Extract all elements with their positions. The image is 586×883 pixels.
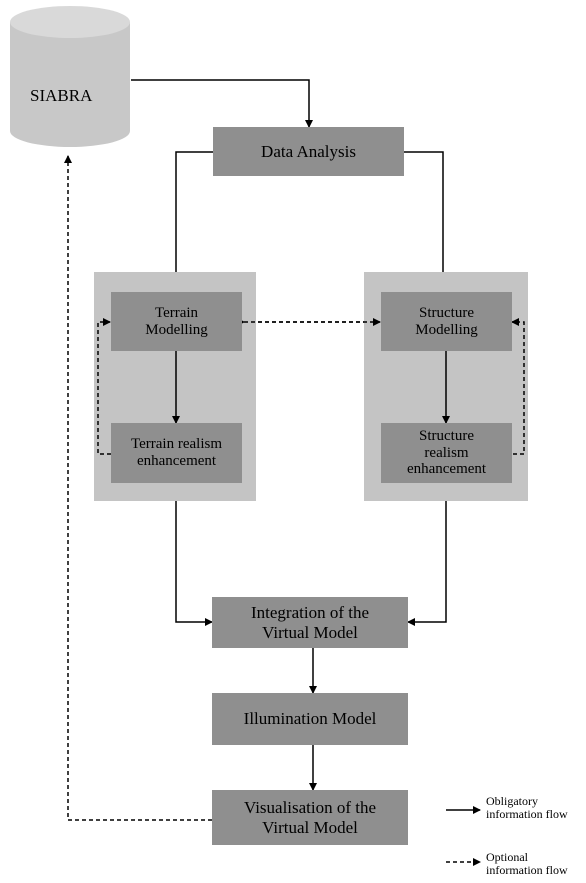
legend-optional-line-1: Optional [486,850,528,864]
illumination-line-1: Illumination Model [243,709,377,729]
terrain-realism-box: Terrain realism enhancement [111,423,242,483]
structure-realism-box: Structure realism enhancement [381,423,512,483]
terrain-modelling-box: Terrain Modelling [111,292,242,351]
arrow-siabra-to-data-analysis [131,79,313,128]
illumination-box: Illumination Model [212,693,408,745]
arrow-structure-panel-to-integration [407,501,447,626]
siabra-label: SIABRA [30,86,93,105]
line-data-analysis-to-terrain-panel [175,151,213,272]
legend-obligatory-line-1: Obligatory [486,794,538,808]
visualisation-line-1: Visualisation of the [243,798,377,818]
legend-obligatory-line-2: information flow [486,806,568,821]
arrow-terrain-panel-to-integration [175,501,213,626]
terrain-realism-line-2: enhancement [136,453,217,469]
data-analysis-box: Data Analysis [213,127,404,176]
line-data-analysis-to-structure-panel [404,151,444,272]
structure-modelling-line-2: Modelling [415,321,478,338]
legend-optional-line-2: information flow [486,862,568,877]
structure-modelling-line-1: Structure [419,304,474,321]
siabra-database-icon [10,6,130,147]
visualisation-line-2: Virtual Model [262,817,358,837]
terrain-modelling-line-1: Terrain [154,304,199,321]
arrow-terrain-realism-feedback-visible [97,318,111,455]
terrain-realism-line-1: Terrain realism [131,436,222,453]
legend-optional-label: Optional information flow [486,851,568,876]
visualisation-box: Visualisation of the Virtual Model [212,790,408,845]
integration-line-2: Virtual Model [262,622,358,642]
integration-box: Integration of the Virtual Model [212,597,408,648]
integration-line-1: Integration of the [250,603,369,623]
terrain-modelling-line-2: Modelling [145,321,208,338]
data-analysis-line-1: Data Analysis [261,141,356,161]
structure-realism-line-1: Structure [419,427,474,444]
structure-realism-line-2: realism [424,444,469,461]
arrow-visualisation-to-siabra [64,155,212,821]
structure-modelling-box: Structure Modelling [381,292,512,351]
arrow-structure-realism-feedback-visible [511,318,525,455]
legend-obligatory-label: Obligatory information flow [486,795,568,820]
structure-realism-line-3: enhancement [406,461,487,478]
